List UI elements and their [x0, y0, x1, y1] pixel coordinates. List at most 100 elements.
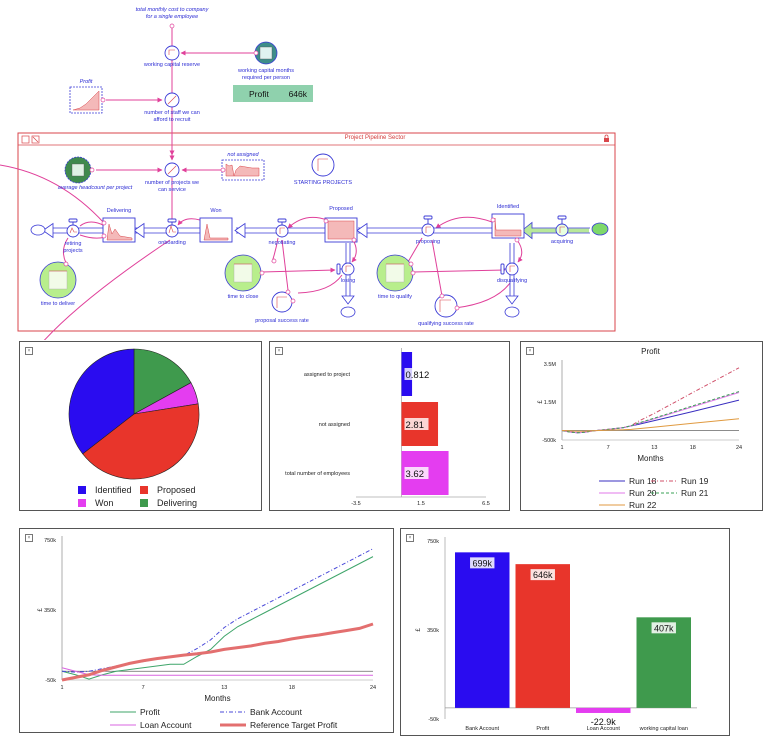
- legend-label: Run 19: [681, 476, 709, 486]
- input-time-to-qualify[interactable]: [376, 254, 414, 292]
- legend-label: Run 22: [629, 500, 657, 510]
- y-tick-label: -50k: [428, 717, 439, 723]
- input-time-to-close[interactable]: [224, 254, 262, 292]
- x-tick-label: 18: [690, 445, 696, 451]
- data-label: 3.62: [406, 469, 425, 480]
- flow-valve-losing[interactable]: [336, 262, 355, 276]
- pie-chart: [68, 348, 200, 480]
- series-line-bank-account: [61, 548, 374, 673]
- legend-item-delivering: Delivering: [140, 498, 197, 508]
- category-label: Profit: [536, 726, 549, 732]
- category-label: Bank Account: [465, 726, 499, 732]
- flow-valve-negotiating[interactable]: [275, 218, 289, 238]
- x-tick-label: 1: [560, 445, 563, 451]
- category-label: working capital loan: [639, 726, 688, 732]
- flow-valve-disqualifying[interactable]: [500, 262, 519, 276]
- profit-display-value: 646k: [288, 88, 307, 99]
- y-tick-label: 1.5M: [544, 400, 557, 406]
- panel-pin-icon[interactable]: ×: [25, 534, 33, 542]
- category-label: assigned to project: [304, 372, 351, 378]
- stock-identified[interactable]: [491, 213, 525, 239]
- legend-label: Run 18: [629, 476, 657, 486]
- pie-slice-proposed: [82, 403, 200, 480]
- profit-numeric-display[interactable]: Profit 646k: [233, 85, 313, 102]
- legend-swatch: [140, 499, 148, 507]
- y-tick-label: 350k: [427, 628, 439, 634]
- sector-run-icon[interactable]: [21, 135, 30, 144]
- panel-pin-icon[interactable]: ×: [25, 347, 33, 355]
- label-profit-graph: Profit: [79, 79, 93, 85]
- data-label: -22.9k: [591, 717, 617, 727]
- flow-valve-acquiring[interactable]: [555, 215, 569, 237]
- input-time-to-deliver[interactable]: [39, 261, 77, 299]
- label-proposing: proposing: [415, 239, 441, 245]
- label-proposal-success-rate: proposal success rate: [255, 318, 309, 324]
- legend-label: Proposed: [157, 485, 196, 495]
- converter-qualifying-success-rate[interactable]: [434, 294, 458, 318]
- bar-profit: [515, 564, 570, 708]
- panel-pin-icon[interactable]: ×: [406, 534, 414, 542]
- legend-label: Profit: [140, 707, 160, 717]
- label-disqualifying: disqualifying: [496, 278, 528, 284]
- label-identified: Identified: [496, 204, 520, 210]
- x-tick-label: 7: [142, 685, 145, 691]
- flow-valve-retiring[interactable]: [66, 218, 80, 238]
- input-average-headcount[interactable]: [64, 156, 92, 184]
- chart-title: Profit: [641, 347, 660, 356]
- pie-slice-delivering: [133, 348, 192, 415]
- legend-swatch: [78, 499, 86, 507]
- sector-frame[interactable]: [17, 132, 616, 332]
- graph-not-assigned[interactable]: [221, 159, 265, 181]
- converter-starting-projects[interactable]: [311, 153, 335, 177]
- converter-working-capital-reserve[interactable]: [164, 45, 180, 61]
- x-tick-label: -3.5: [351, 501, 360, 507]
- flow-valve-onboarding[interactable]: [165, 218, 179, 238]
- x-tick-label: 18: [289, 685, 295, 691]
- sector-disable-icon[interactable]: [31, 135, 40, 144]
- label-not-assigned: not assigned: [227, 152, 259, 158]
- label-delivering: Delivering: [106, 208, 132, 214]
- x-tick-label: 1.5: [417, 501, 425, 507]
- converter-number-of-projects[interactable]: [164, 162, 180, 178]
- label-onboarding: onboarding: [158, 240, 186, 246]
- converter-proposal-success-rate[interactable]: [271, 291, 293, 313]
- y-tick-label: 750k: [44, 538, 56, 544]
- bar-bank-account: [455, 552, 510, 708]
- x-tick-label: 24: [370, 685, 376, 691]
- x-tick-label: 13: [651, 445, 657, 451]
- panel-pin-icon[interactable]: ×: [275, 347, 283, 355]
- legend-label: Run 20: [629, 488, 657, 498]
- legend-swatch: [140, 486, 148, 494]
- data-label-bg: [404, 418, 429, 430]
- legend-label: Delivering: [157, 498, 198, 508]
- label-proposed: Proposed: [329, 206, 353, 212]
- panel-pin-icon[interactable]: ×: [526, 347, 534, 355]
- legend-label: Bank Account: [250, 707, 303, 717]
- stock-won[interactable]: [199, 217, 233, 243]
- data-label-bg: [530, 569, 555, 581]
- y-axis-title: £: [416, 628, 422, 632]
- legend-label: Won: [95, 498, 114, 508]
- graph-profit[interactable]: [69, 86, 103, 114]
- category-label: Loan Account: [587, 726, 621, 732]
- y-tick-label: -50k: [45, 678, 56, 684]
- converter-number-of-staff[interactable]: [164, 92, 180, 108]
- stock-proposed[interactable]: [324, 217, 358, 243]
- lock-icon[interactable]: [604, 134, 609, 142]
- series-line-profit: [61, 556, 374, 680]
- y-tick-label: -500k: [542, 438, 556, 444]
- label-number-of-projects: number of projects we can service: [144, 180, 200, 193]
- stock-delivering[interactable]: [102, 217, 136, 243]
- source-cloud-icon: [591, 222, 609, 236]
- legend-label: Reference Target Profit: [250, 720, 338, 730]
- legend-item-proposed: Proposed: [140, 485, 196, 495]
- cloud-icon: [30, 224, 520, 318]
- category-label: not assigned: [319, 422, 350, 428]
- flow-valve-proposing[interactable]: [421, 215, 435, 237]
